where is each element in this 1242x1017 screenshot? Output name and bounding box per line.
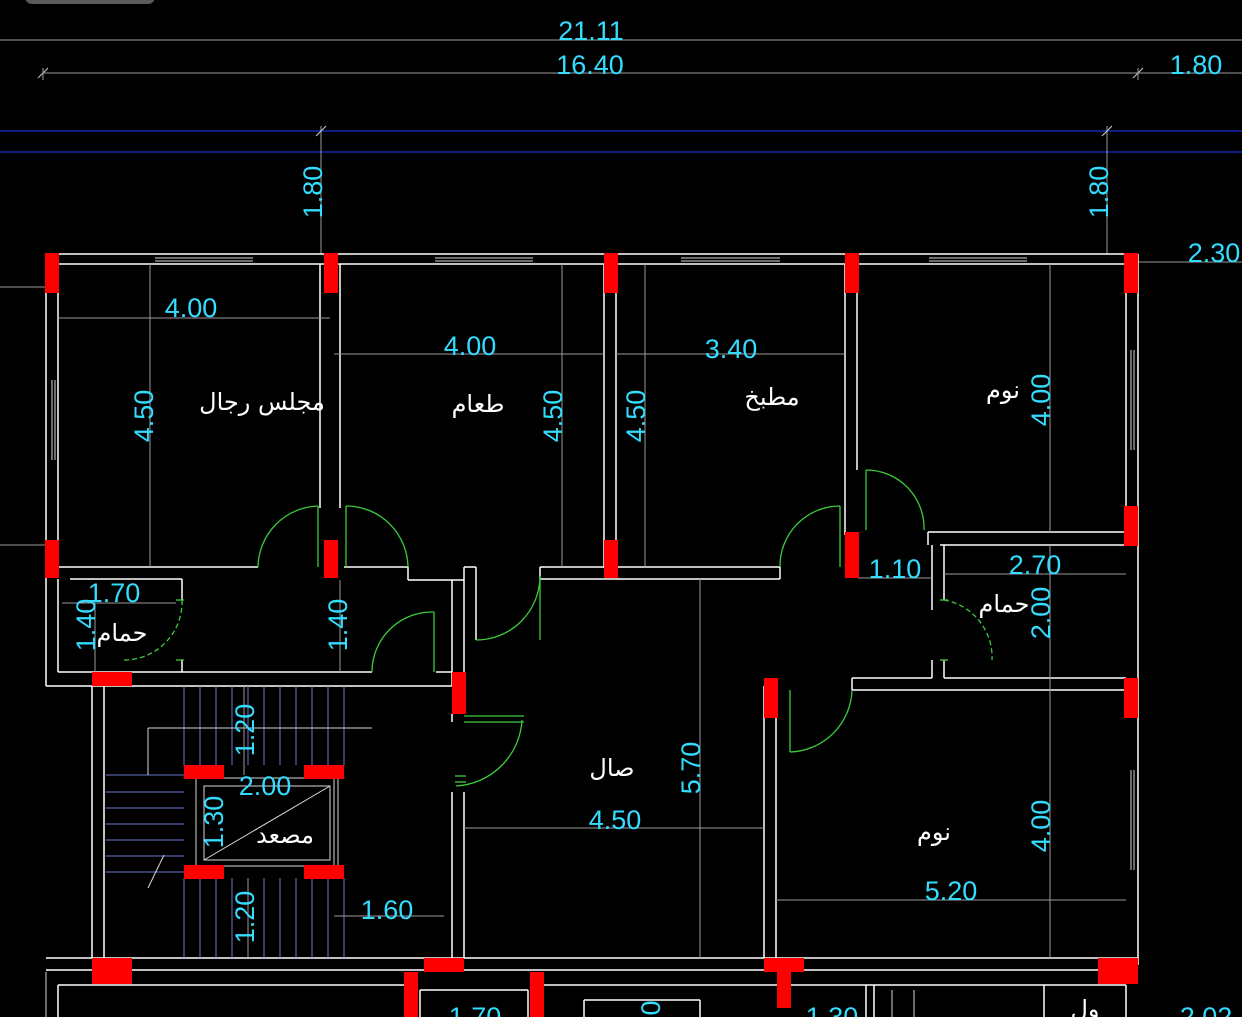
- dim-corridor-width: 1.10: [869, 554, 922, 584]
- dim-bottom-middle: 1.30: [806, 1002, 859, 1017]
- column: [845, 532, 859, 578]
- column: [184, 765, 224, 779]
- dim-right-setback: 1.80: [1084, 166, 1114, 219]
- dim-dining-width: 4.00: [444, 331, 497, 361]
- top-dimension-lines: [0, 39, 1242, 546]
- room-label-bedroom-2: نوم: [917, 818, 951, 846]
- dim-hall-width: 4.50: [589, 805, 642, 835]
- dim-right-offset: 1.80: [1170, 50, 1223, 80]
- column: [845, 253, 859, 293]
- doors: [123, 469, 993, 787]
- room-label-elevator: مصعد: [256, 821, 314, 849]
- column: [304, 865, 344, 879]
- dim-bath1-depth: 1.40: [71, 599, 101, 652]
- dim-bath2-depth: 2.00: [1026, 587, 1056, 640]
- dim-bottom-partial: 0: [636, 1000, 666, 1015]
- structural-columns: [45, 253, 1138, 1017]
- dim-elevator-depth: 1.30: [199, 796, 229, 849]
- toolbar-tab-fragment[interactable]: [25, 0, 155, 4]
- dim-bed2-width: 5.20: [925, 876, 978, 906]
- column: [324, 540, 338, 578]
- dim-bed1-depth: 4.00: [1026, 374, 1056, 427]
- dim-hall-depth: 5.70: [676, 742, 706, 795]
- column: [304, 765, 344, 779]
- room-label-dining: طعام: [452, 390, 505, 418]
- column: [452, 672, 466, 714]
- walls: [45, 253, 1139, 1017]
- dimension-labels: 21.11 16.40 1.80 2.30 1.80 1.80 4.00 4.5…: [71, 16, 1240, 1017]
- column: [530, 972, 544, 1017]
- column: [1098, 958, 1138, 984]
- dim-stair-bottom: 1.20: [230, 891, 260, 944]
- column: [777, 958, 791, 1008]
- dim-lobby-depth: 1.40: [323, 599, 353, 652]
- room-label-kitchen: مطبخ: [744, 383, 799, 411]
- column: [92, 958, 132, 984]
- dim-left-setback: 1.80: [298, 166, 328, 219]
- room-label-bath-left: حمام: [97, 619, 148, 647]
- column: [45, 540, 59, 578]
- dim-dining-depth: 4.50: [538, 390, 568, 443]
- column: [92, 672, 132, 686]
- column: [404, 972, 418, 1017]
- dim-bath2-width: 2.70: [1009, 550, 1062, 580]
- room-label-bath-right: حمام: [979, 590, 1030, 618]
- dim-landing: 1.60: [361, 895, 414, 925]
- column: [604, 253, 618, 293]
- column: [45, 253, 59, 293]
- dim-majlis-depth: 4.50: [129, 390, 159, 443]
- dim-bottom-left: 1.70: [449, 1002, 502, 1017]
- room-label-hall: صال: [589, 754, 634, 782]
- dim-elevator-width: 2.00: [239, 771, 292, 801]
- dim-kitchen-depth: 4.50: [621, 390, 651, 443]
- dim-inner-width: 16.40: [556, 50, 624, 80]
- dim-bath1-width: 1.70: [88, 578, 141, 608]
- dim-bed2-depth: 4.00: [1026, 800, 1056, 853]
- dim-kitchen-width: 3.40: [705, 334, 758, 364]
- dim-majlis-width: 4.00: [165, 293, 218, 323]
- column: [1124, 253, 1138, 293]
- room-label-bottom: ول: [1070, 995, 1099, 1017]
- column: [184, 865, 224, 879]
- column: [604, 540, 618, 578]
- column: [764, 678, 778, 718]
- dim-overall-width: 21.11: [558, 16, 624, 46]
- column: [424, 958, 464, 972]
- room-label-majlis: مجلس رجال: [199, 388, 325, 416]
- room-labels: مجلس رجال طعام مطبخ نوم حمام حمام صال مص…: [97, 376, 1100, 1017]
- dim-stair-top: 1.20: [230, 704, 260, 757]
- room-label-bedroom-1: نوم: [986, 376, 1020, 404]
- column: [324, 253, 338, 293]
- dim-bottom-right: 2.02: [1180, 1002, 1233, 1017]
- column: [1124, 506, 1138, 546]
- dim-right-edge: 2.30: [1188, 238, 1241, 268]
- column: [1124, 678, 1138, 718]
- interior-dimension-lines: [58, 264, 1126, 958]
